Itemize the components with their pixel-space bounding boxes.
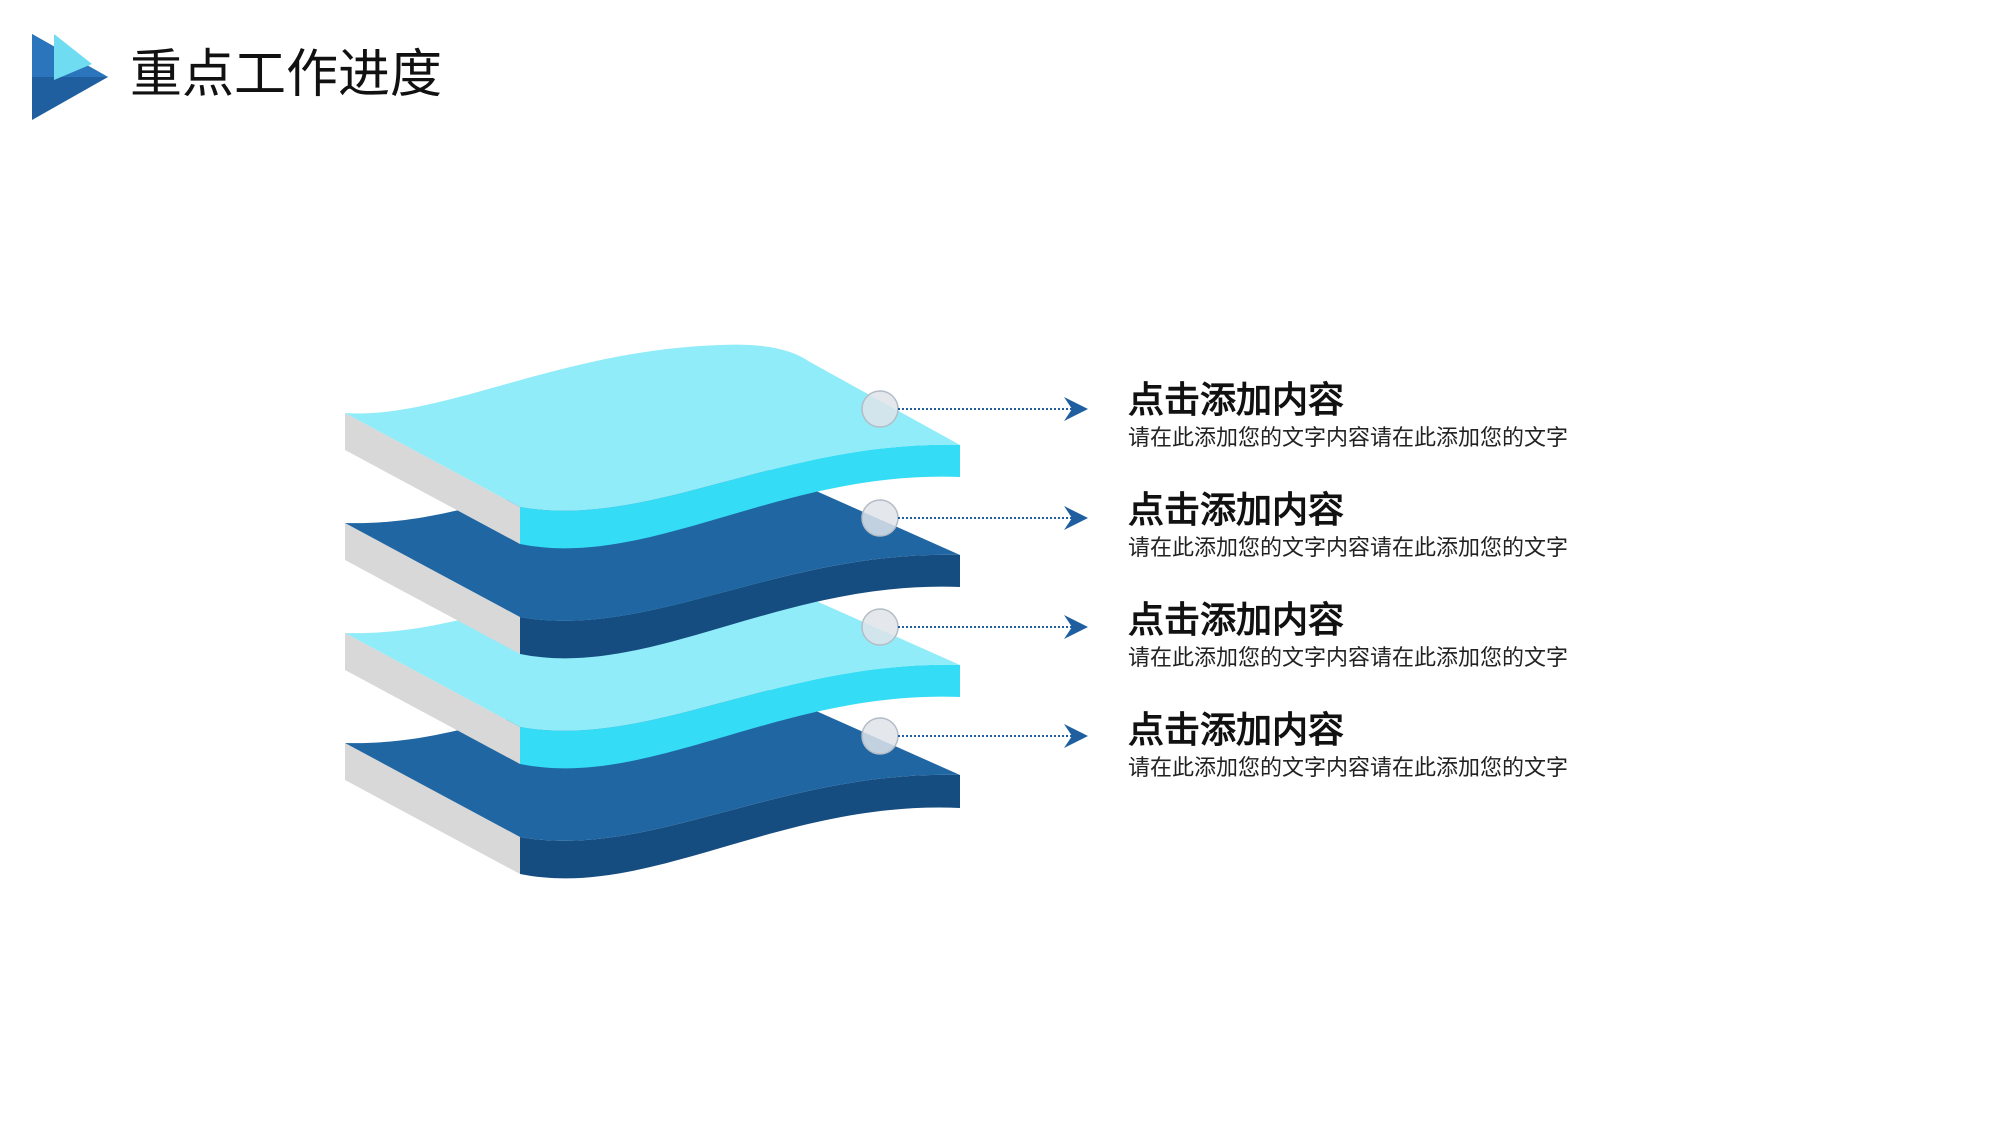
layer-1-light [345, 344, 960, 549]
connector-3 [861, 608, 1088, 646]
item-heading[interactable]: 点击添加内容 [1128, 380, 1345, 421]
item-text[interactable]: 请在此添加您的文字内容请在此添加您的文字 [1128, 646, 1569, 671]
item-heading[interactable]: 点击添加内容 [1128, 490, 1345, 531]
item-text[interactable]: 请在此添加您的文字内容请在此添加您的文字 [1128, 426, 1569, 451]
play-triangle-logo-icon [32, 34, 108, 120]
content-item-3: 点击添加内容 请在此添加您的文字内容请在此添加您的文字 [1128, 600, 1688, 674]
item-heading[interactable]: 点击添加内容 [1128, 710, 1345, 751]
connector-1 [861, 390, 1088, 428]
connector-2 [861, 499, 1088, 537]
content-item-4: 点击添加内容 请在此添加您的文字内容请在此添加您的文字 [1128, 710, 1688, 784]
item-text[interactable]: 请在此添加您的文字内容请在此添加您的文字 [1128, 536, 1569, 561]
item-heading[interactable]: 点击添加内容 [1128, 600, 1345, 641]
page-title: 重点工作进度 [130, 45, 443, 105]
content-item-1: 点击添加内容 请在此添加您的文字内容请在此添加您的文字 [1128, 380, 1688, 454]
content-item-2: 点击添加内容 请在此添加您的文字内容请在此添加您的文字 [1128, 490, 1688, 564]
item-text[interactable]: 请在此添加您的文字内容请在此添加您的文字 [1128, 756, 1569, 781]
connector-4 [861, 717, 1088, 755]
